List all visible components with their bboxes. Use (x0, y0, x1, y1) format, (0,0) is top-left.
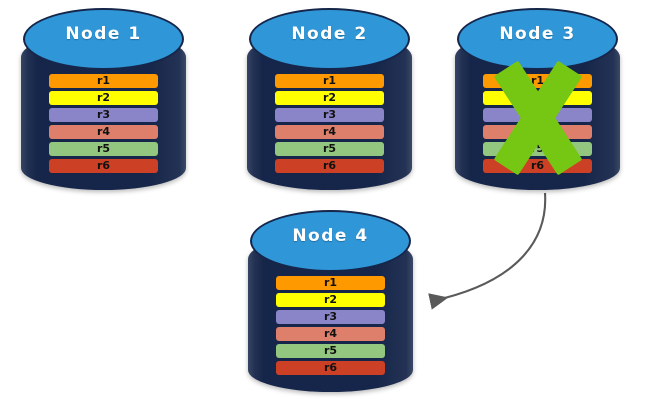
data-row[interactable]: r4 (276, 327, 385, 341)
node-cylinder-2[interactable]: Node 2 r1 r2 r3 r4 r5 r6 (247, 8, 412, 190)
node-cylinder-4[interactable]: Node 4 r1 r2 r3 r4 r5 r6 (248, 210, 413, 392)
data-row[interactable]: r2 (276, 293, 385, 307)
data-row[interactable]: r4 (483, 125, 592, 139)
data-row[interactable]: r5 (276, 344, 385, 358)
row-stack: r1 r2 r3 r4 r5 r6 (276, 276, 385, 375)
data-row[interactable]: r1 (276, 276, 385, 290)
node-cylinder-3[interactable]: Node 3 r1 r2 r3 r4 r5 r6 (455, 8, 620, 190)
data-row[interactable]: r6 (49, 159, 158, 173)
data-row[interactable]: r6 (275, 159, 384, 173)
cylinder-top-ellipse (249, 8, 410, 70)
data-row[interactable]: r6 (276, 361, 385, 375)
data-row[interactable]: r1 (49, 74, 158, 88)
cylinder-top-ellipse (250, 210, 411, 272)
data-row[interactable]: r5 (483, 142, 592, 156)
row-stack: r1 r2 r3 r4 r5 r6 (483, 74, 592, 173)
node-label: Node 1 (65, 24, 142, 44)
data-row[interactable]: r5 (275, 142, 384, 156)
data-row[interactable]: r3 (483, 108, 592, 122)
data-row[interactable]: r4 (49, 125, 158, 139)
data-row[interactable]: r3 (275, 108, 384, 122)
data-row[interactable]: r1 (483, 74, 592, 88)
data-row[interactable]: r2 (275, 91, 384, 105)
data-row[interactable]: r4 (275, 125, 384, 139)
failover-arrow (428, 192, 547, 310)
row-stack: r1 r2 r3 r4 r5 r6 (275, 74, 384, 173)
node-cylinder-1[interactable]: Node 1 r1 r2 r3 r4 r5 r6 (21, 8, 186, 190)
data-row[interactable]: r6 (483, 159, 592, 173)
data-row[interactable]: r1 (275, 74, 384, 88)
data-row[interactable]: r2 (49, 91, 158, 105)
data-row[interactable]: r2 (483, 91, 592, 105)
node-label: Node 2 (291, 24, 368, 44)
data-row[interactable]: r3 (276, 310, 385, 324)
data-row[interactable]: r5 (49, 142, 158, 156)
cylinder-top-ellipse (23, 8, 184, 70)
cylinder-top-ellipse (457, 8, 618, 70)
node-label: Node 4 (292, 226, 369, 246)
row-stack: r1 r2 r3 r4 r5 r6 (49, 74, 158, 173)
data-row[interactable]: r3 (49, 108, 158, 122)
node-label: Node 3 (499, 24, 576, 44)
